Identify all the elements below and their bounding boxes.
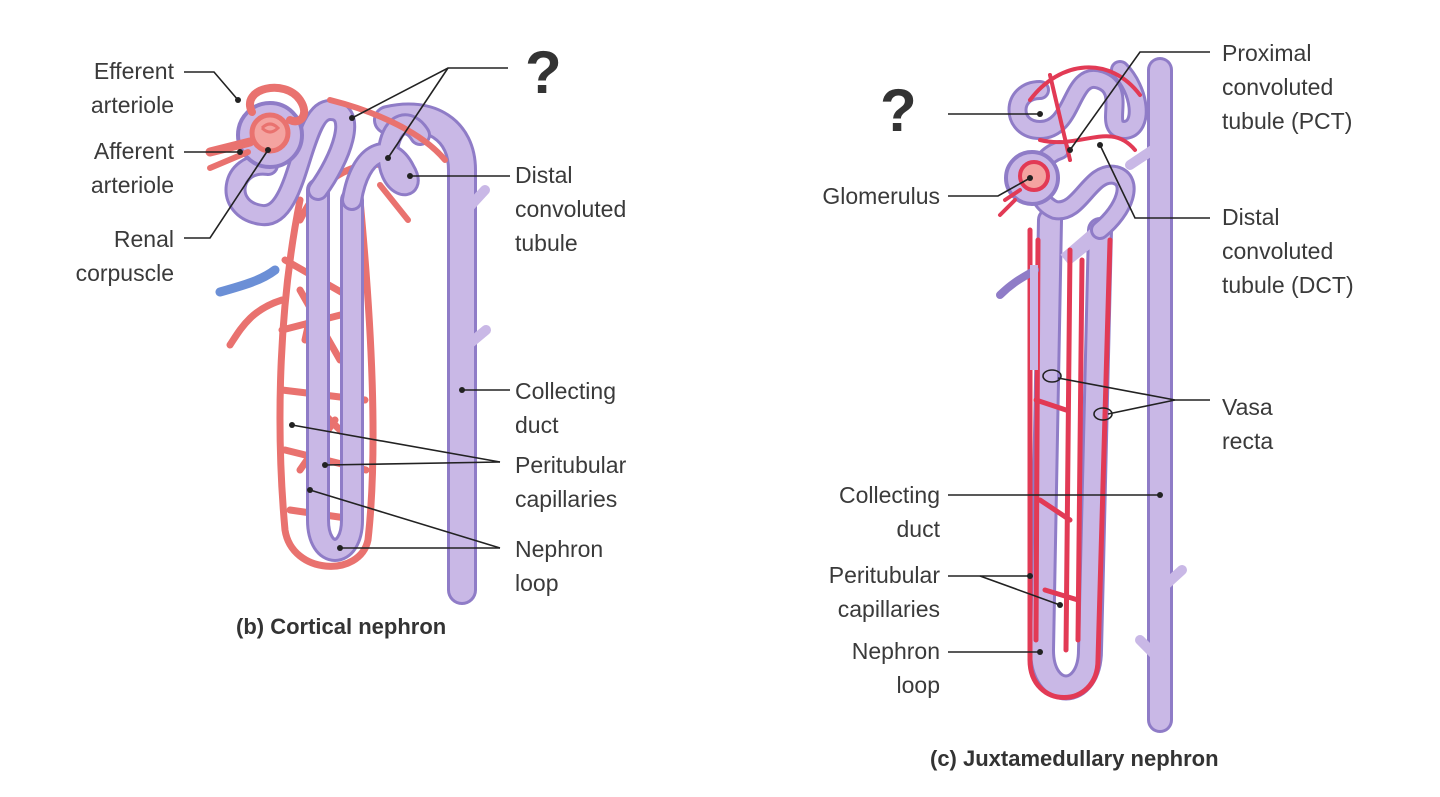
label-afferent-arteriole: Afferent arteriole <box>40 134 174 202</box>
caption-cortical-nephron: (b) Cortical nephron <box>236 614 447 639</box>
label-line: duct <box>515 412 559 438</box>
label-line: Peritubular <box>828 562 940 588</box>
label-line: Collecting <box>515 378 616 404</box>
caption-juxtamedullary-nephron: (c) Juxtamedullary nephron <box>930 746 1219 771</box>
label-line: capillaries <box>515 486 618 512</box>
label-line: Proximal <box>1222 40 1312 66</box>
label-line: loop <box>515 570 559 596</box>
label-line: convoluted <box>515 196 627 222</box>
label-juxtamedullary-distal-convoluted-tubule: Distal convoluted tubule (DCT) <box>1222 200 1354 302</box>
label-line: recta <box>1222 428 1274 454</box>
label-line: arteriole <box>90 92 174 118</box>
label-line: Efferent <box>93 58 174 84</box>
juxtamedullary-vasa-recta <box>1027 227 1113 700</box>
label-line: tubule (DCT) <box>1222 272 1354 298</box>
label-line: Collecting <box>839 482 940 508</box>
label-cortical-collecting-duct: Collecting duct <box>515 374 616 442</box>
label-juxtamedullary-peritubular-capillaries: Peritubular capillaries <box>780 558 940 626</box>
label-line: Vasa <box>1222 394 1273 420</box>
juxtamedullary-nephron-illustration <box>996 57 1187 733</box>
juxtamedullary-question-mark: ? <box>880 77 917 144</box>
cortical-afferent-arteriole <box>205 137 255 157</box>
label-vasa-recta: Vasa recta <box>1222 390 1273 458</box>
label-line: Distal <box>1222 204 1280 230</box>
label-line: Distal <box>515 162 573 188</box>
label-line: Peritubular <box>515 452 627 478</box>
label-cortical-peritubular-capillaries: Peritubular capillaries <box>515 448 626 516</box>
label-line: Glomerulus <box>822 183 940 209</box>
label-glomerulus: Glomerulus <box>780 179 940 213</box>
label-line: Nephron <box>515 536 604 562</box>
label-cortical-distal-convoluted-tubule: Distal convoluted tubule <box>515 158 626 260</box>
label-line: Renal <box>113 226 174 252</box>
label-line: capillaries <box>837 596 940 622</box>
label-line: duct <box>896 516 940 542</box>
label-line: Afferent <box>93 138 174 164</box>
label-line: Nephron <box>851 638 940 664</box>
label-line: convoluted <box>1222 74 1334 100</box>
label-line: convoluted <box>1222 238 1334 264</box>
label-line: corpuscle <box>75 260 174 286</box>
label-line: arteriole <box>90 172 174 198</box>
cortical-efferent-arteriole <box>246 83 309 126</box>
label-efferent-arteriole: Efferent arteriole <box>40 54 174 122</box>
label-juxtamedullary-collecting-duct: Collecting duct <box>780 478 940 546</box>
label-proximal-convoluted-tubule: Proximal convoluted tubule (PCT) <box>1222 36 1352 138</box>
juxtamedullary-leader-lines <box>948 51 1210 653</box>
label-cortical-nephron-loop: Nephron loop <box>515 532 603 600</box>
label-juxtamedullary-nephron-loop: Nephron loop <box>780 634 940 702</box>
cortical-nephron-illustration <box>205 83 491 605</box>
label-line: tubule (PCT) <box>1222 108 1353 134</box>
label-line: loop <box>896 672 940 698</box>
cortical-leader-lines <box>184 67 510 549</box>
cortical-renal-corpuscle <box>236 101 304 169</box>
cortical-question-mark: ? <box>525 39 562 106</box>
label-renal-corpuscle: Renal corpuscle <box>30 222 174 290</box>
label-line: tubule <box>515 230 578 256</box>
